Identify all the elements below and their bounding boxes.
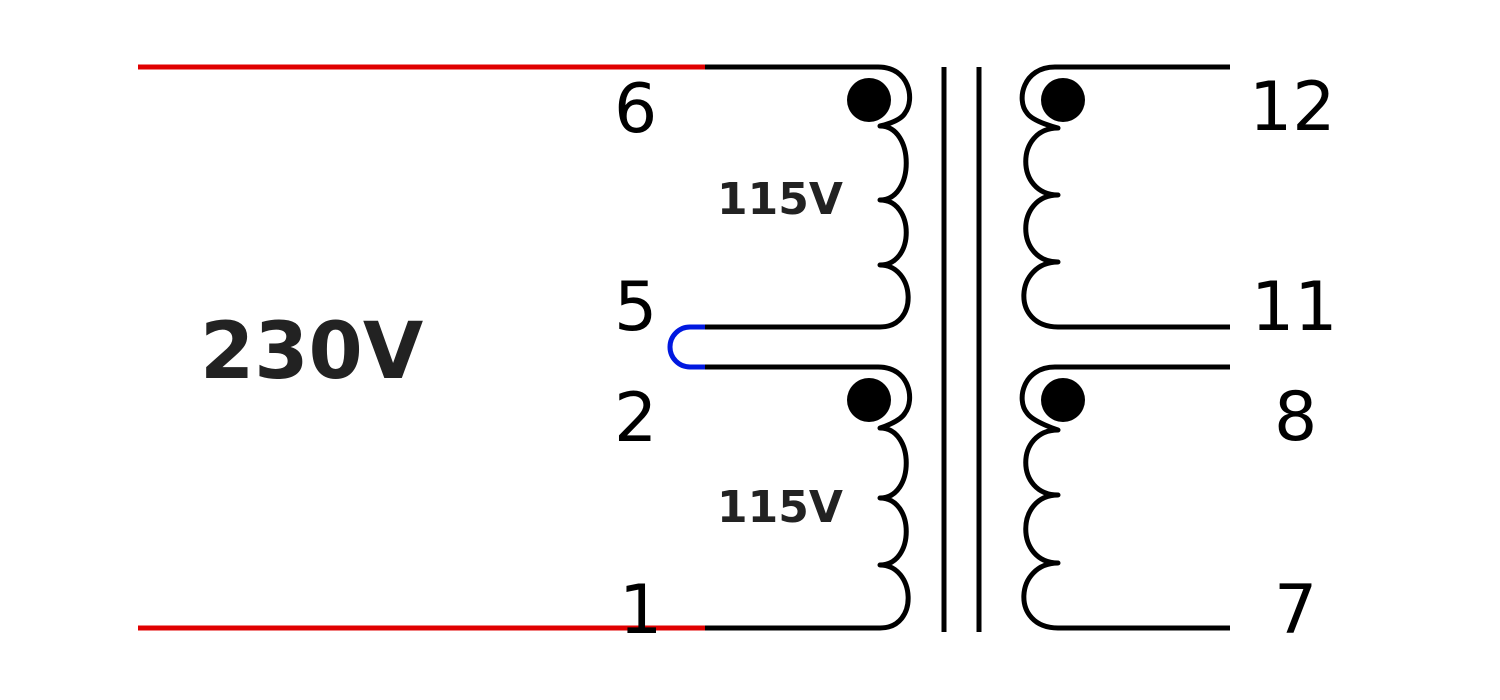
polarity-dot-secondary-upper [1041, 78, 1085, 122]
pin-label-7: 7 [1274, 571, 1317, 650]
polarity-dot-primary-lower [847, 378, 891, 422]
winding-voltage-label-lower: 115V [717, 482, 843, 533]
pin-label-8: 8 [1274, 378, 1317, 457]
pin-label-1: 1 [619, 571, 662, 650]
primary-winding-upper [705, 64, 913, 330]
jumper-wire-5-2 [667, 324, 705, 370]
pin-label-2: 2 [614, 379, 657, 458]
pin-label-11: 11 [1251, 268, 1338, 347]
pin-label-6: 6 [614, 70, 657, 149]
polarity-dot-secondary-lower [1041, 378, 1085, 422]
polarity-dot-primary-upper [847, 78, 891, 122]
secondary-winding-upper [1019, 64, 1230, 330]
pin-label-12: 12 [1249, 68, 1336, 147]
secondary-winding-lower [1019, 364, 1230, 631]
winding-voltage-label-upper: 115V [717, 174, 843, 225]
primary-winding-lower [705, 364, 913, 631]
input-voltage-label: 230V [200, 307, 423, 397]
pin-label-5: 5 [614, 268, 657, 347]
